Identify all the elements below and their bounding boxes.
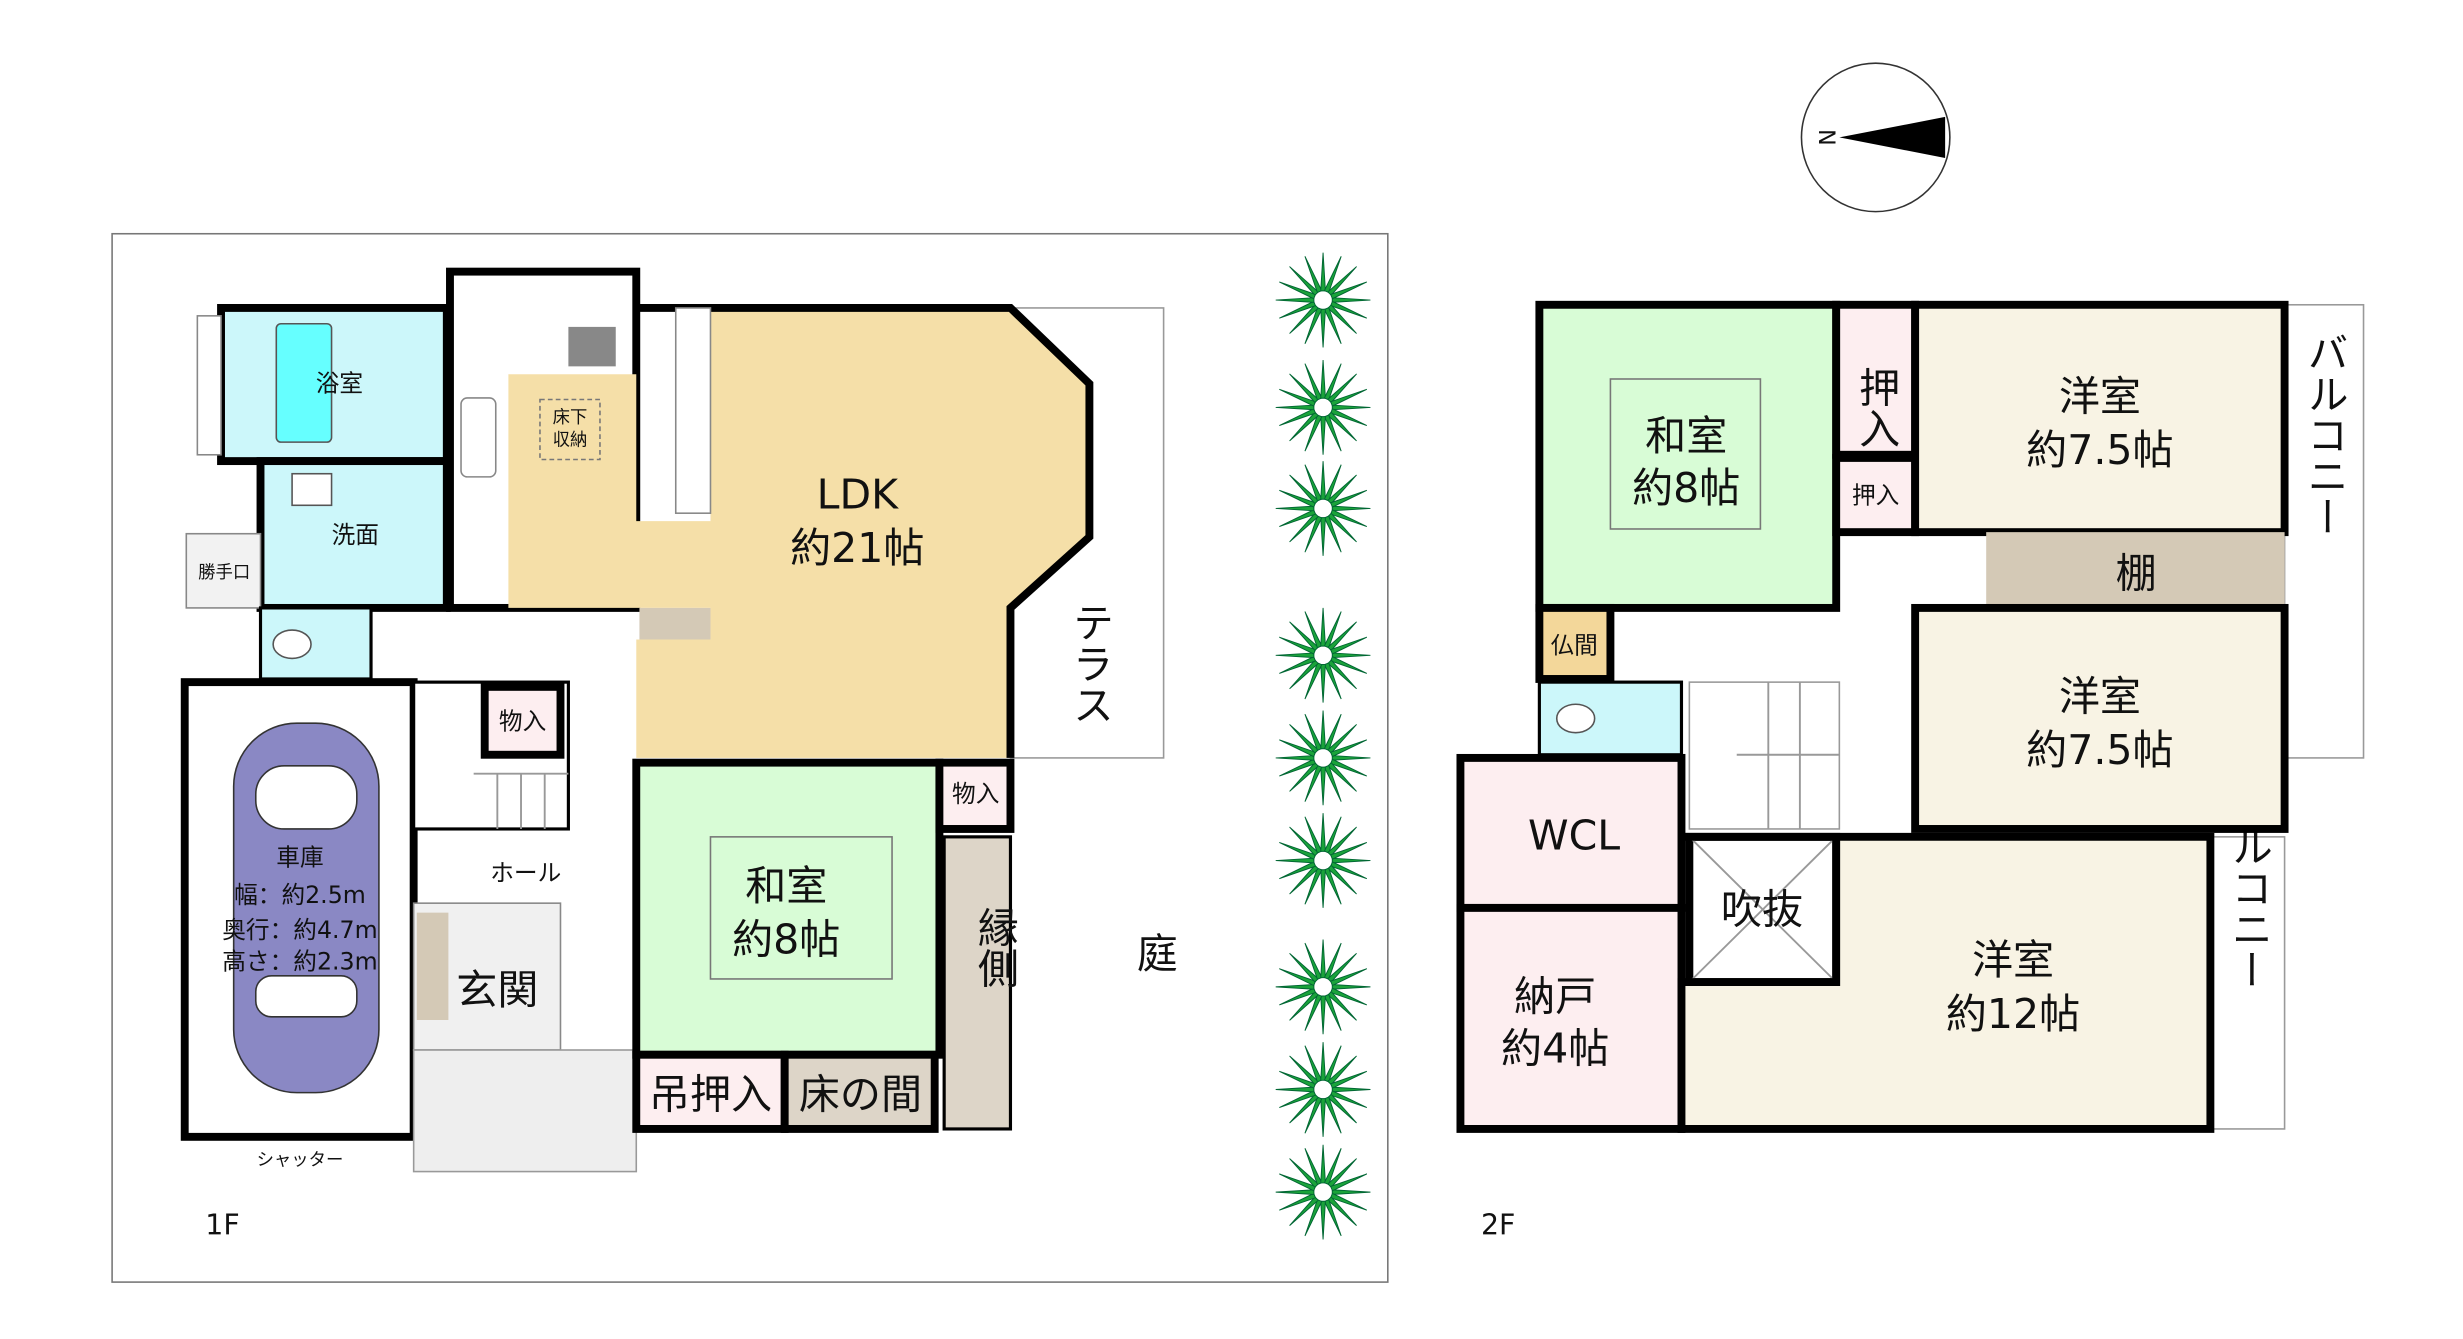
western-room-1 xyxy=(1911,300,2289,537)
tree-icon xyxy=(1275,461,1371,556)
porch xyxy=(412,1049,638,1173)
floor2-label: 2F xyxy=(1481,1209,1515,1242)
tree-icon xyxy=(1275,360,1371,455)
washroom-label: 洗面 xyxy=(332,521,379,549)
wash-basin-icon xyxy=(291,472,333,507)
hall-label: ホール xyxy=(490,859,561,887)
washitsu-1f-size: 約8帖 xyxy=(732,916,840,964)
western-3-name: 洋室 xyxy=(1972,936,2054,984)
tree-icon xyxy=(1275,939,1371,1035)
western-1-name: 洋室 xyxy=(2059,373,2141,421)
western-3-size: 約12帖 xyxy=(1946,990,2080,1038)
washitsu-1f-name: 和室 xyxy=(745,862,827,910)
closet-small-label: 押入 xyxy=(1852,482,1899,510)
garage-name: 車庫 xyxy=(276,843,323,871)
bathtub-icon xyxy=(275,322,333,443)
underfloor-storage xyxy=(539,398,601,461)
bath-label: 浴室 xyxy=(316,370,363,398)
north-label: N xyxy=(1813,129,1839,146)
shelf-label: 棚 xyxy=(2116,549,2157,597)
hanging-closet-label: 吊押入 xyxy=(649,1070,772,1118)
counter xyxy=(674,307,712,514)
entrance-label: 玄関 xyxy=(456,966,538,1014)
western-room-2 xyxy=(1911,603,2289,833)
void-label: 吹抜 xyxy=(1721,886,1803,934)
tree-icon xyxy=(1275,1042,1371,1137)
western-room-3 xyxy=(1677,832,2215,1133)
shutter-label: シャッター xyxy=(257,1150,344,1170)
western-1-size: 約7.5帖 xyxy=(2026,426,2173,474)
underfloor-label-2: 収納 xyxy=(553,430,588,450)
north-arrow-icon xyxy=(1839,116,1946,158)
garage-width: 幅：約2.5m xyxy=(234,881,366,909)
washitsu-2f-name: 和室 xyxy=(1645,412,1727,460)
western-2-name: 洋室 xyxy=(2059,673,2141,721)
toilet-icon xyxy=(272,629,312,660)
compass: N xyxy=(1800,62,1951,213)
balcony-1 xyxy=(2283,303,2365,759)
washitsu-2f-size: 約8帖 xyxy=(1632,464,1740,512)
car-icon xyxy=(232,722,380,1094)
engawa xyxy=(942,835,1013,1131)
tokonoma-label: 床の間 xyxy=(799,1070,922,1118)
garden-trees xyxy=(1275,252,1371,1240)
terrace-label: テラス xyxy=(1065,602,1113,725)
closet-large-label: 押入 xyxy=(1852,366,1900,448)
storeroom-name: 納戸 xyxy=(1514,973,1596,1021)
ldk-room xyxy=(508,307,1090,758)
butsuma xyxy=(1535,603,1615,683)
storage-washitsu-label: 物入 xyxy=(952,780,999,808)
shelf xyxy=(1986,532,2285,608)
tokonoma xyxy=(780,1050,939,1133)
back-door[interactable] xyxy=(185,532,262,609)
shoe-cabinet xyxy=(416,912,449,1021)
toilet-icon xyxy=(1555,703,1596,734)
tree-icon xyxy=(1275,252,1371,348)
western-2-size: 約7.5帖 xyxy=(2026,726,2173,774)
bath-window xyxy=(196,315,222,456)
underfloor-label-1: 床下 xyxy=(553,408,588,428)
garage-depth: 奥行：約4.7m xyxy=(222,916,377,944)
tree-icon xyxy=(1275,813,1371,908)
tree-icon xyxy=(1275,1144,1371,1240)
storage-hall-label: 物入 xyxy=(499,707,546,735)
washitsu-2f xyxy=(1535,300,1841,612)
garage-height: 高さ：約2.3m xyxy=(222,947,377,975)
ldk-size: 約21帖 xyxy=(790,524,924,572)
storage-hall xyxy=(480,682,565,759)
butsuma-label: 仏間 xyxy=(1550,632,1597,660)
ldk-storage xyxy=(639,607,711,640)
floor1-label: 1F xyxy=(205,1209,239,1242)
stove-icon xyxy=(568,326,616,367)
storage-washitsu xyxy=(935,758,1015,833)
garden-label: 庭 xyxy=(1137,930,1178,978)
wcl-label: WCL xyxy=(1528,811,1620,859)
tree-icon xyxy=(1275,710,1371,806)
sink-icon xyxy=(460,397,497,478)
storeroom-size: 約4帖 xyxy=(1501,1025,1609,1073)
bathroom xyxy=(217,303,451,466)
balcony-1-label: バルコニー xyxy=(2300,332,2348,537)
back-door-label: 勝手口 xyxy=(198,563,250,583)
tree-icon xyxy=(1275,607,1371,703)
ldk-name: LDK xyxy=(817,470,899,518)
site-boundary-1f xyxy=(111,232,1389,1283)
